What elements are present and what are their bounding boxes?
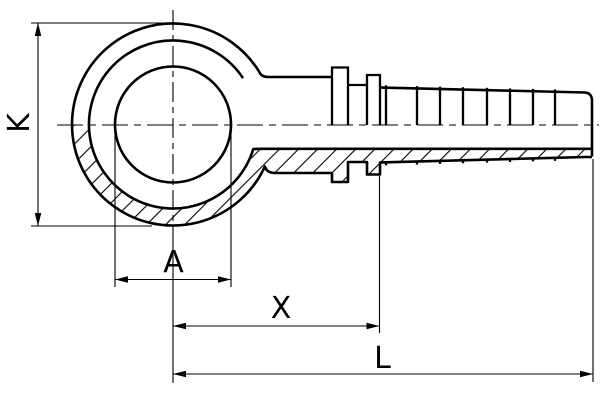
x-arrow-right: [366, 322, 380, 330]
shank-lower-section-profile: [330, 155, 592, 184]
dimension-label-x: X: [271, 291, 292, 326]
l-arrow-right: [580, 370, 593, 378]
a-arrow-right: [218, 276, 231, 283]
dimension-k: K: [2, 22, 175, 227]
eye-outer-profile-and-neck: [70, 22, 332, 227]
eye-counterbore-and-bore-line: [87, 39, 592, 210]
hose-shank: [330, 66, 594, 184]
barb-serration-lines: [384, 85, 557, 125]
x-arrow-left: [173, 322, 186, 330]
k-arrow-up: [34, 23, 42, 36]
dimension-label-k: K: [2, 112, 37, 133]
collar-top-profile: [330, 66, 382, 125]
dimension-label-a: A: [163, 245, 184, 280]
l-arrow-left: [173, 370, 186, 378]
a-arrow-left: [115, 276, 128, 283]
dimension-l: L: [173, 159, 594, 382]
dimension-x: X: [172, 176, 381, 383]
dimension-label-l: L: [374, 341, 391, 376]
barb-serration-lines-lower: [384, 157, 557, 166]
barb-top-edge-and-tip: [379, 86, 594, 157]
dimension-a: A: [114, 124, 232, 287]
k-arrow-down: [34, 213, 42, 226]
